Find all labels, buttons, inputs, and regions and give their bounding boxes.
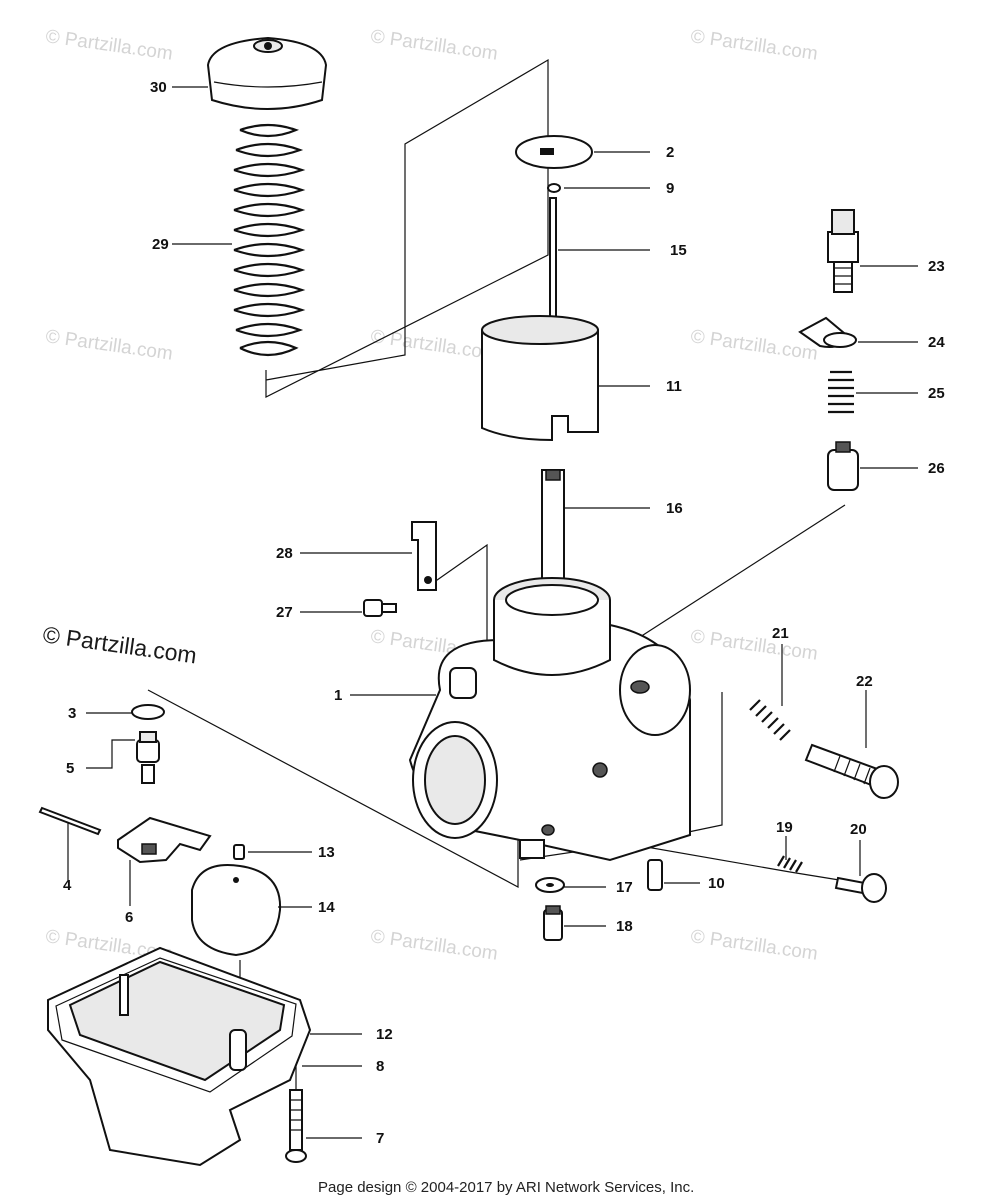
callout-27: 27 — [276, 604, 293, 621]
idle-adjust-screw — [804, 743, 899, 799]
plunger-spring — [828, 370, 854, 414]
callout-6: 6 — [125, 909, 133, 926]
float-arm — [117, 816, 212, 864]
callout-4: 4 — [63, 877, 72, 894]
throttle-valve — [481, 315, 599, 442]
jet-needle — [549, 197, 557, 327]
callout-23: 23 — [928, 258, 945, 275]
lock-washer — [798, 316, 857, 348]
air-adjust-screw — [834, 873, 887, 903]
watermark: © Partzilla.com — [44, 26, 174, 65]
callout-24: 24 — [928, 334, 945, 351]
watermark: © Partzilla.com — [689, 926, 819, 965]
leader-lines — [67, 86, 918, 1139]
callout-29: 29 — [152, 236, 169, 253]
callout-17: 17 — [616, 879, 633, 896]
callout-14: 14 — [318, 899, 335, 916]
float-bowl — [47, 946, 312, 1167]
callout-30: 30 — [150, 79, 167, 96]
callout-15: 15 — [670, 242, 687, 259]
cable-adjuster — [827, 209, 859, 293]
callout-21: 21 — [772, 625, 789, 642]
watermark: © Partzilla.com — [689, 626, 819, 665]
callout-10: 10 — [708, 875, 725, 892]
callout-labels: 30 29 2 9 15 11 16 23 24 25 26 28 27 1 2… — [63, 79, 945, 1147]
float-arm-pin — [38, 806, 102, 836]
idle-screw-spring — [749, 699, 791, 741]
callout-8: 8 — [376, 1058, 384, 1075]
watermark-prominent: © Partzilla.com — [41, 621, 198, 668]
watermark: © Partzilla.com — [369, 926, 499, 965]
needle-jet — [541, 469, 565, 581]
air-screw-spring — [777, 855, 803, 873]
float — [191, 864, 282, 957]
starter-plunger — [827, 441, 859, 491]
callout-28: 28 — [276, 545, 293, 562]
callout-20: 20 — [850, 821, 867, 838]
watermark: © Partzilla.com — [369, 326, 499, 365]
callout-16: 16 — [666, 500, 683, 517]
pilot-jet — [647, 859, 663, 891]
callout-2: 2 — [666, 144, 674, 161]
footer-copyright: Page design © 2004-2017 by ARI Network S… — [318, 1179, 694, 1196]
bracket-screw — [363, 599, 397, 617]
needle-retainer-plate — [515, 135, 593, 169]
callout-25: 25 — [928, 385, 945, 402]
callout-1: 1 — [334, 687, 342, 704]
throttle-spring — [233, 123, 306, 357]
callout-19: 19 — [776, 819, 793, 836]
float-needle-valve — [136, 731, 160, 784]
float-pin — [233, 844, 245, 860]
needle-clip — [547, 183, 561, 193]
mixing-chamber-cap — [206, 36, 328, 110]
watermark: © Partzilla.com — [44, 326, 174, 365]
callout-5: 5 — [66, 760, 74, 777]
o-ring — [131, 704, 165, 720]
callout-12: 12 — [376, 1026, 393, 1043]
callout-18: 18 — [616, 918, 633, 935]
bowl-screw — [285, 1089, 307, 1163]
callout-13: 13 — [318, 844, 335, 861]
callout-26: 26 — [928, 460, 945, 477]
watermark: © Partzilla.com — [369, 26, 499, 65]
callout-3: 3 — [68, 705, 76, 722]
callout-22: 22 — [856, 673, 873, 690]
main-jet-washer — [535, 877, 565, 893]
main-jet — [543, 905, 563, 941]
cable-bracket — [411, 521, 437, 591]
watermark: © Partzilla.com — [689, 26, 819, 65]
callout-11: 11 — [666, 378, 682, 395]
callout-9: 9 — [666, 180, 674, 197]
callout-7: 7 — [376, 1130, 384, 1147]
carburetor-body — [408, 577, 691, 862]
